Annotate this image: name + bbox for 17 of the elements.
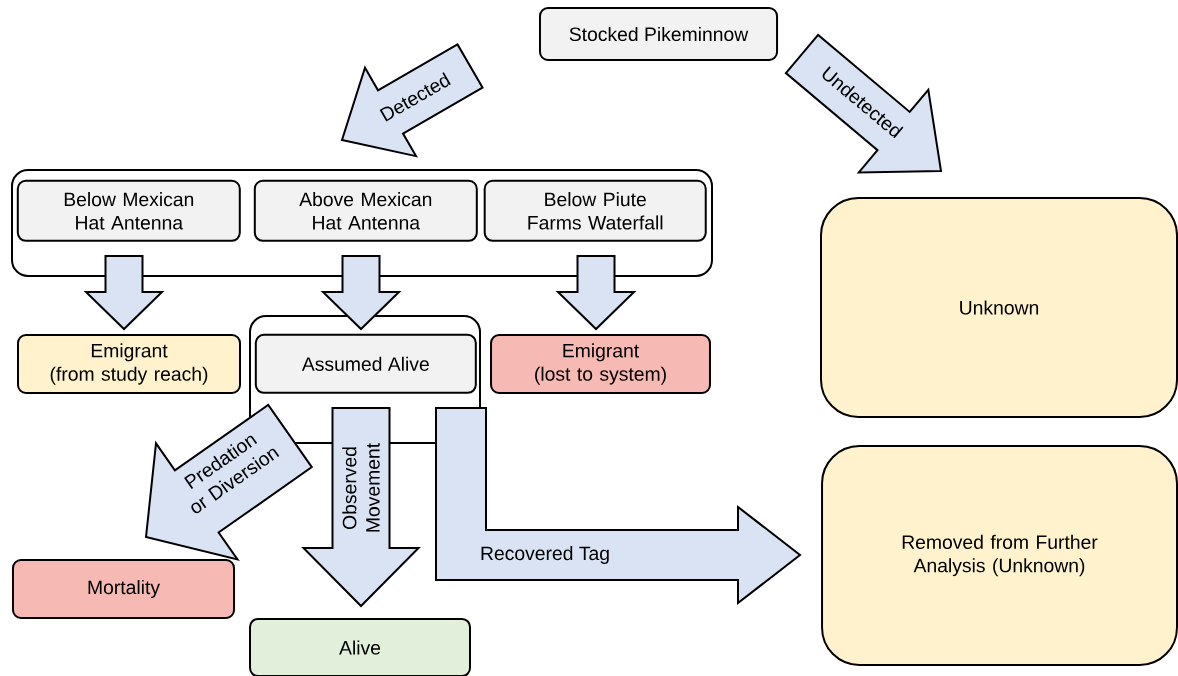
outcome-box: Alive [249,617,471,676]
process-box: Stocked Pikeminnow [539,7,779,61]
outcome-box: Mortality [11,559,236,619]
process-box: Below Piute Farms Waterfall [483,179,707,242]
outcome-box: Emigrant (from study reach) [17,334,241,394]
process-box: Assumed Alive [254,333,477,394]
edge-label: Observed Movement [340,433,382,543]
outcome-box: Removed from Further Analysis (Unknown) [821,445,1178,666]
block-arrow [555,255,637,331]
process-box: Above Mexican Hat Antenna [253,179,478,242]
group-frame [11,169,713,277]
block-arrow [320,255,402,331]
outcome-box: Unknown [820,197,1178,418]
block-arrow [83,255,165,331]
block-arrow [435,407,802,606]
outcome-box: Emigrant (lost to system) [490,334,711,394]
process-box: Below Mexican Hat Antenna [16,179,241,242]
